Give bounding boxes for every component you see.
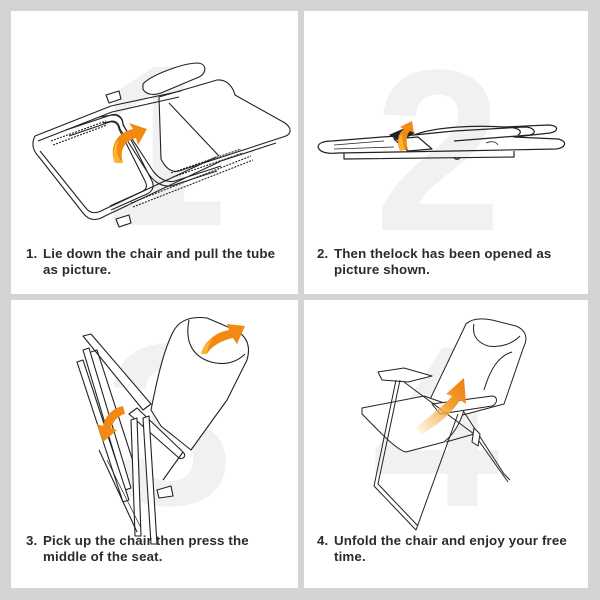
step-caption: 4. Unfold the chair and enjoy your free t… (317, 533, 567, 565)
folded-chair-side-view-illustration (317, 121, 566, 160)
step-number: 4. (317, 533, 329, 548)
step-panel-4: 4 4.Unfold the chair and enjoy your free… (304, 300, 588, 588)
chair-lifting-unfold-illustration (76, 316, 250, 545)
step-text-line1: Unfold the chair and enjoy your free (334, 533, 567, 548)
step-number: 3. (26, 533, 38, 548)
step-panel-1: 1 1.Lie down the chair and pull the tube… (11, 11, 298, 294)
step-text-line2: middle of the seat. (43, 549, 163, 564)
step-panel-2: 2 2.Then thelock has been opened as pict… (304, 11, 588, 294)
unfolded-chair-illustration (361, 318, 527, 531)
step-caption: 1. Lie down the chair and pull the tube a… (26, 246, 275, 278)
folded-chair-lying-flat-illustration (32, 62, 291, 228)
step-number: 2. (317, 246, 329, 261)
step-text-line2: as picture. (43, 262, 112, 277)
step-text-line1: Then thelock has been opened as (334, 246, 552, 261)
step-caption: 3. Pick up the chair then press the middl… (26, 533, 249, 565)
step-text-line1: Lie down the chair and pull the tube (43, 246, 276, 261)
step-text-line2: picture shown. (334, 262, 430, 277)
step-text-line2: time. (334, 549, 366, 564)
step-text-line1: Pick up the chair then press the (43, 533, 249, 548)
step-panel-3: 3 3.Pick up the chair then press the mid… (11, 300, 298, 588)
step-number: 1. (26, 246, 38, 261)
step-caption: 2. Then thelock has been opened as pictur… (317, 246, 551, 278)
